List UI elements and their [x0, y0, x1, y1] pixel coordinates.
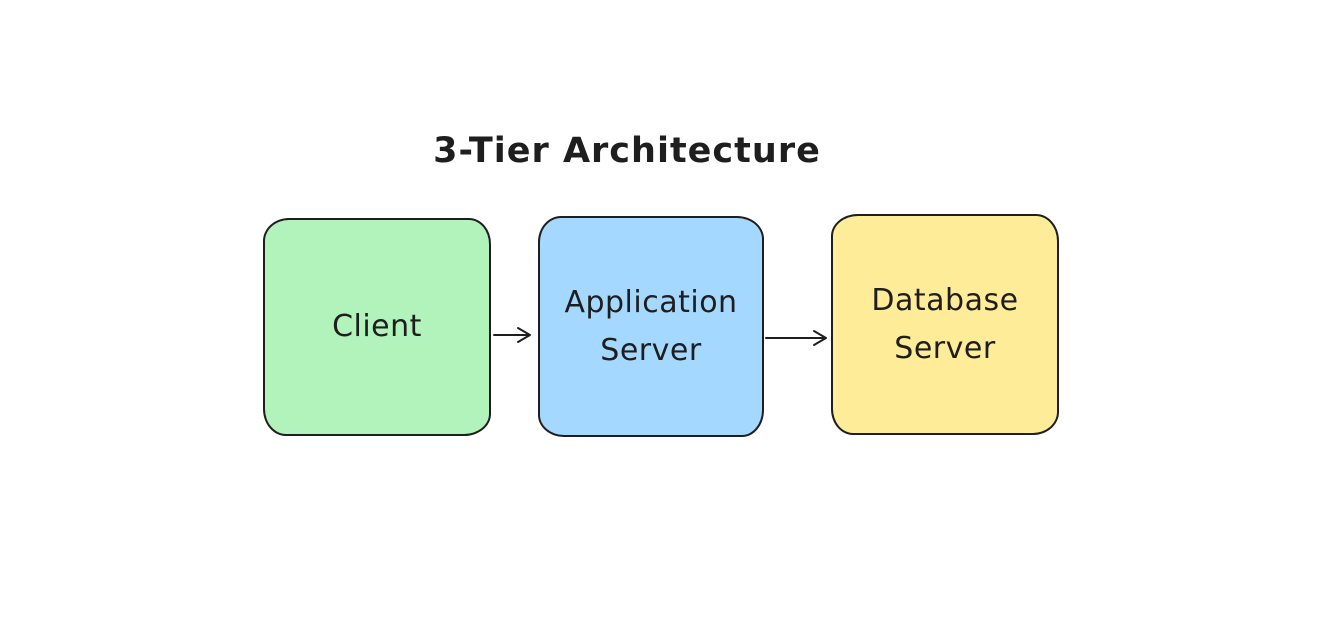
node-client-label: Client — [332, 309, 422, 344]
node-application-server-label: Application Server — [564, 284, 738, 368]
node-client: Client — [263, 218, 491, 436]
diagram-title: 3-Tier Architecture — [433, 131, 821, 171]
node-application-server: Application Server — [538, 216, 764, 437]
arrow-client-to-application-server — [493, 327, 531, 343]
node-database-server: Database Server — [831, 214, 1059, 435]
node-database-server-label: Database Server — [871, 282, 1019, 366]
arrow-application-server-to-database-server — [765, 330, 827, 346]
